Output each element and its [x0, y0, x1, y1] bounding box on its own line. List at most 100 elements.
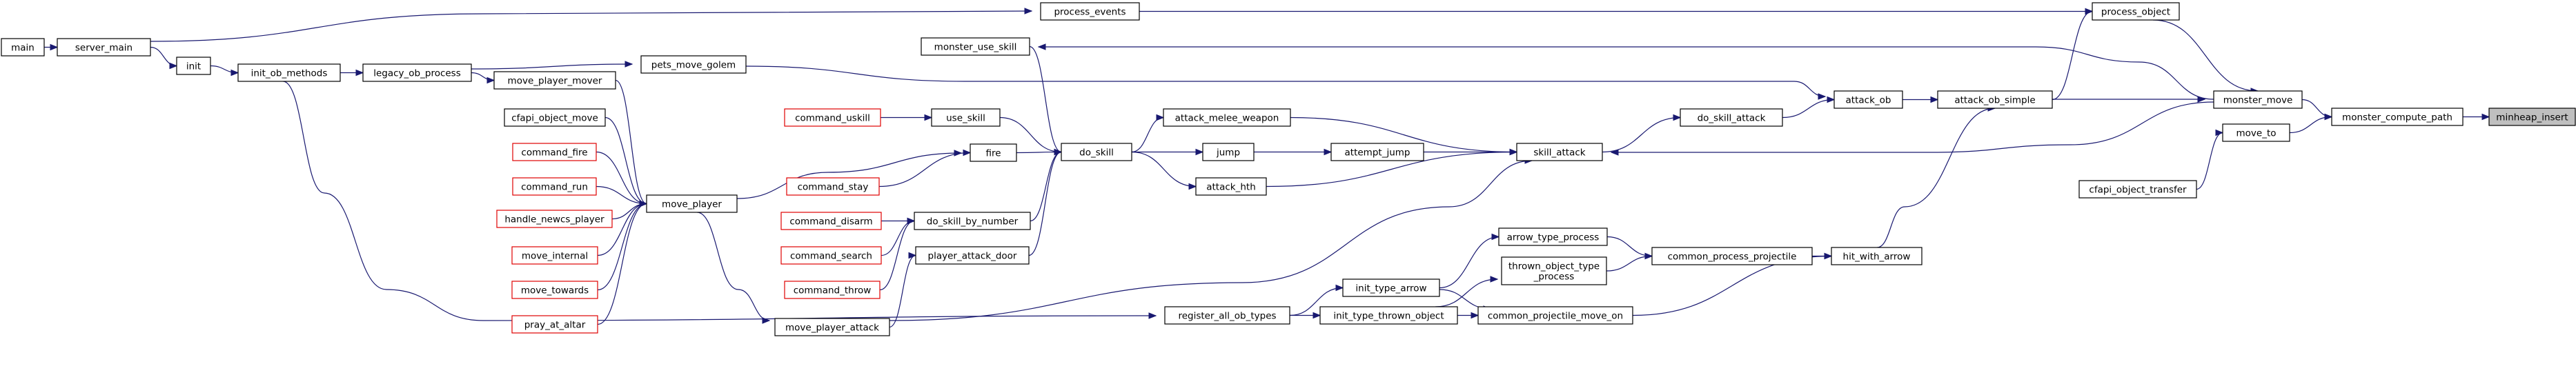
node-box[interactable] [1833, 90, 1903, 109]
node-minheap_insert[interactable]: minheap_insert [2488, 108, 2576, 126]
node-box[interactable] [496, 210, 613, 228]
node-box[interactable] [1342, 278, 1440, 297]
node-legacy_ob_process[interactable]: legacy_ob_process [362, 63, 472, 82]
node-box[interactable] [504, 108, 606, 127]
node-box[interactable] [970, 143, 1017, 162]
node-box[interactable] [931, 108, 1001, 127]
node-init_ob_methods[interactable]: init_ob_methods [237, 63, 341, 82]
node-pets_move_golem[interactable]: pets_move_golem [640, 55, 747, 74]
node-main[interactable]: main [1, 38, 45, 57]
node-common_process_projectile[interactable]: common_process_projectile [1651, 247, 1813, 265]
node-use_skill[interactable]: use_skill [931, 108, 1001, 127]
node-box[interactable] [493, 71, 616, 90]
node-register_all_ob_types[interactable]: register_all_ob_types [1164, 306, 1290, 325]
node-move_towards[interactable]: move_towards [511, 281, 598, 299]
node-init[interactable]: init [176, 57, 211, 75]
node-box[interactable] [646, 194, 738, 213]
node-box[interactable] [2213, 90, 2303, 109]
node-attack_hth[interactable]: attack_hth [1195, 177, 1267, 196]
node-box[interactable] [1498, 227, 1608, 246]
node-monster_move[interactable]: monster_move [2213, 90, 2303, 109]
node-box[interactable] [2222, 123, 2290, 142]
node-player_attack_door[interactable]: player_attack_door [915, 246, 1030, 265]
node-box[interactable] [1163, 108, 1291, 127]
node-box[interactable] [1195, 177, 1267, 196]
node-cfapi_object_move[interactable]: cfapi_object_move [504, 108, 606, 127]
node-attack_melee_weapon[interactable]: attack_melee_weapon [1163, 108, 1291, 127]
node-box[interactable] [921, 37, 1030, 56]
node-process_events[interactable]: process_events [1040, 2, 1140, 21]
node-cfapi_object_transfer[interactable]: cfapi_object_transfer [2078, 180, 2197, 199]
node-hit_with_arrow[interactable]: hit_with_arrow [1831, 247, 1923, 265]
node-box[interactable] [640, 55, 747, 74]
node-box[interactable] [780, 246, 882, 265]
node-command_search[interactable]: command_search [780, 246, 882, 265]
node-box[interactable] [512, 143, 597, 161]
node-common_projectile_move_on[interactable]: common_projectile_move_on [1477, 306, 1633, 325]
node-box[interactable] [2078, 180, 2197, 199]
node-box[interactable] [511, 246, 598, 265]
node-box[interactable] [237, 63, 341, 82]
node-box[interactable] [1202, 143, 1255, 161]
node-box[interactable] [780, 212, 882, 230]
node-box[interactable] [1651, 247, 1813, 265]
node-box[interactable] [511, 315, 598, 334]
node-box[interactable] [1501, 256, 1607, 285]
node-monster_use_skill[interactable]: monster_use_skill [921, 37, 1030, 56]
node-arrow_type_process[interactable]: arrow_type_process [1498, 227, 1608, 246]
node-box[interactable] [1937, 90, 2053, 109]
node-jump[interactable]: jump [1202, 143, 1255, 161]
node-fire[interactable]: fire [970, 143, 1017, 162]
node-server_main[interactable]: server_main [57, 38, 151, 57]
node-box[interactable] [784, 108, 881, 127]
node-box[interactable] [1164, 306, 1290, 325]
node-box[interactable] [1477, 306, 1633, 325]
node-command_run[interactable]: command_run [512, 177, 597, 196]
node-process_object[interactable]: process_object [2092, 2, 2180, 21]
node-box[interactable] [2092, 2, 2180, 21]
node-move_player[interactable]: move_player [646, 194, 738, 213]
node-box[interactable] [915, 246, 1030, 265]
node-monster_compute_path[interactable]: monster_compute_path [2331, 108, 2464, 126]
node-pray_at_altar[interactable]: pray_at_altar [511, 315, 598, 334]
node-attempt_jump[interactable]: attempt_jump [1330, 143, 1424, 161]
node-box[interactable] [1330, 143, 1424, 161]
node-move_internal[interactable]: move_internal [511, 246, 598, 265]
node-command_stay[interactable]: command_stay [786, 177, 880, 196]
node-box[interactable] [1, 38, 45, 57]
node-box[interactable] [1319, 306, 1458, 325]
node-command_disarm[interactable]: command_disarm [780, 212, 882, 230]
node-attack_ob[interactable]: attack_ob [1833, 90, 1903, 109]
node-thrown_object_type_process[interactable]: thrown_object_type_process [1501, 256, 1607, 285]
node-command_throw[interactable]: command_throw [784, 281, 881, 299]
node-box[interactable] [362, 63, 472, 82]
node-box[interactable] [2488, 108, 2576, 126]
node-move_player_mover[interactable]: move_player_mover [493, 71, 616, 90]
node-skill_attack[interactable]: skill_attack [1516, 143, 1603, 161]
node-attack_ob_simple[interactable]: attack_ob_simple [1937, 90, 2053, 109]
node-box[interactable] [2331, 108, 2464, 126]
node-do_skill[interactable]: do_skill [1061, 143, 1132, 161]
node-box[interactable] [1831, 247, 1923, 265]
node-box[interactable] [786, 177, 880, 196]
node-init_type_arrow[interactable]: init_type_arrow [1342, 278, 1440, 297]
node-box[interactable] [1061, 143, 1132, 161]
node-box[interactable] [1516, 143, 1603, 161]
node-move_player_attack[interactable]: move_player_attack [774, 318, 890, 336]
node-do_skill_attack[interactable]: do_skill_attack [1680, 108, 1783, 127]
node-box[interactable] [1040, 2, 1140, 21]
node-init_type_thrown_object[interactable]: init_type_thrown_object [1319, 306, 1458, 325]
node-box[interactable] [1680, 108, 1783, 127]
node-handle_newcs_player[interactable]: handle_newcs_player [496, 210, 613, 228]
node-box[interactable] [774, 318, 890, 336]
node-move_to[interactable]: move_to [2222, 123, 2290, 142]
node-box[interactable] [57, 38, 151, 57]
node-box[interactable] [511, 281, 598, 299]
node-do_skill_by_number[interactable]: do_skill_by_number [914, 212, 1031, 230]
node-box[interactable] [784, 281, 881, 299]
node-command_fire[interactable]: command_fire [512, 143, 597, 161]
node-box[interactable] [176, 57, 211, 75]
node-command_uskill[interactable]: command_uskill [784, 108, 881, 127]
node-box[interactable] [512, 177, 597, 196]
node-box[interactable] [914, 212, 1031, 230]
